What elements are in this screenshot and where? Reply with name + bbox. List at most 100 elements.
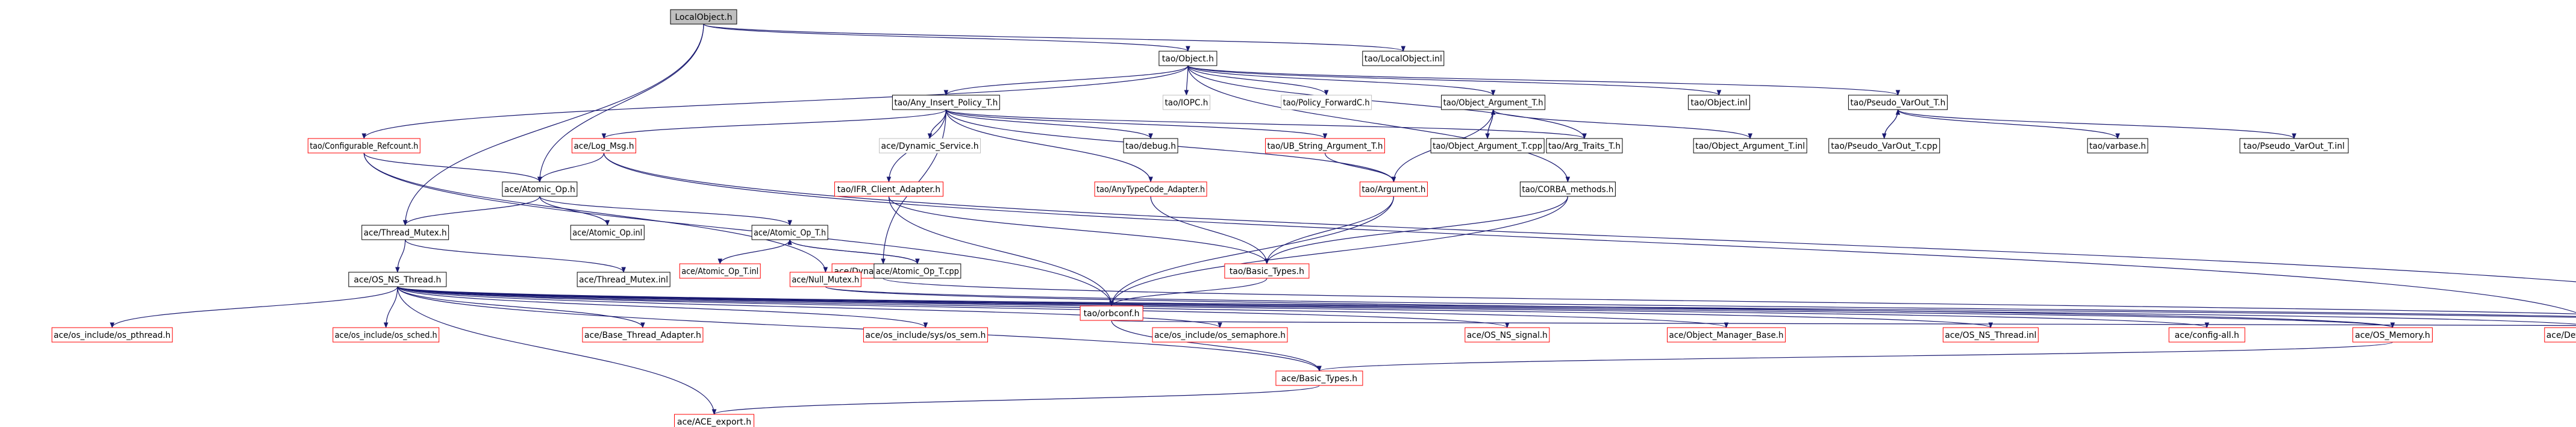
node-atomic-op-t-inl[interactable]: ace/Atomic_Op_T.inl: [679, 263, 761, 279]
node-obj-arg-t[interactable]: tao/Object_Argument_T.h: [1441, 95, 1546, 110]
node-varbase[interactable]: tao/varbase.h: [2087, 138, 2148, 154]
node-null-mutex[interactable]: ace/Null_Mutex.h: [789, 272, 861, 287]
edge-tao_object_h-to-object_inl: [1187, 65, 1721, 96]
node-tao-object-h[interactable]: tao/Object.h: [1158, 51, 1218, 66]
node-box: [670, 9, 737, 25]
node-localobj-inl[interactable]: tao/LocalObject.inl: [1362, 51, 1445, 66]
node-box: [51, 327, 173, 343]
edge-os_ns_thread-to-default_constants: [397, 286, 2576, 325]
node-box: [679, 263, 761, 279]
node-thread-mutex[interactable]: ace/Thread_Mutex.h: [361, 225, 449, 240]
edge-os_ns_thread-to-global_macros: [397, 286, 2576, 318]
node-os-memory[interactable]: ace/OS_Memory.h: [2352, 327, 2433, 343]
edge-tao_object_h-to-obj_arg_t: [1187, 65, 1496, 96]
node-dyn-service[interactable]: ace/Dynamic_Service.h: [879, 138, 981, 154]
node-os-ns-thread-inl[interactable]: ace/OS_NS_Thread.inl: [1942, 327, 2039, 343]
node-label: tao/CORBA_methods.h: [1522, 185, 1613, 195]
node-corba-methods[interactable]: tao/CORBA_methods.h: [1519, 181, 1616, 197]
node-tao-argument[interactable]: tao/Argument.h: [1359, 181, 1428, 197]
node-ace-basic-types[interactable]: ace/Basic_Types.h: [1275, 370, 1363, 386]
node-box: [1152, 327, 1288, 343]
edge-basic_types_tao-to-orbconf: [1109, 278, 1268, 307]
node-label: ace/OS_NS_Thread.h: [354, 275, 441, 285]
node-label: tao/orbconf.h: [1084, 309, 1140, 319]
node-pseudo-varout-inl[interactable]: tao/Pseudo_VarOut_T.inl: [2239, 138, 2349, 154]
edge-os_ns_thread-to-os_memory: [397, 286, 2395, 328]
edge-tao_object_h-to-configurable_refcount: [361, 65, 1189, 139]
edge-tao_object_h-to-arg_traits: [1187, 65, 1587, 139]
node-tao-debug[interactable]: tao/debug.h: [1123, 138, 1178, 154]
node-atomic-op-t[interactable]: ace/Atomic_Op_T.h: [751, 225, 828, 240]
edge-localobj-to-atomic_op: [537, 23, 704, 182]
edge-corba_methods-to-orbconf: [1109, 196, 1568, 307]
node-box: [1281, 95, 1372, 110]
node-policy-fwd[interactable]: tao/Policy_ForwardC.h: [1281, 95, 1372, 110]
node-obj-arg-t-cpp[interactable]: tao/Object_Argument_T.cpp: [1430, 138, 1545, 154]
node-base-thread-adapter[interactable]: ace/Base_Thread_Adapter.h: [582, 327, 704, 343]
edge-localobj-to-localobj_inl: [703, 23, 1405, 52]
node-label: ace/Thread_Mutex.h: [364, 228, 447, 238]
edge-atomic_op-to-thread_mutex: [402, 196, 540, 226]
node-os-semaphore[interactable]: ace/os_include/os_semaphore.h: [1152, 327, 1288, 343]
node-label: tao/UB_String_Argument_T.h: [1267, 142, 1383, 151]
node-object-inl[interactable]: tao/Object.inl: [1687, 95, 1750, 110]
node-any-insert[interactable]: tao/Any_Insert_Policy_T.h: [892, 95, 1000, 110]
node-label: ace/OS_Memory.h: [2355, 331, 2430, 340]
edge-os_ns_thread-to-os_sched: [383, 286, 398, 328]
node-default-constants[interactable]: ace/Default_Constants.h: [2544, 327, 2576, 343]
node-configurable-refcount[interactable]: tao/Configurable_Refcount.h: [307, 138, 420, 154]
edge-atomic_op-to-atomic_op_t: [539, 196, 792, 226]
node-localobj[interactable]: LocalObject.h: [670, 9, 737, 25]
node-box: [570, 225, 645, 240]
edge-pseudo_varout_cpp-to-pseudo_varout: [1884, 109, 1901, 139]
node-box: [1265, 138, 1385, 154]
edge-os_ns_thread-to-ace_export: [397, 286, 717, 415]
edge-tao_object_h-to-pseudo_varout: [1187, 65, 1900, 96]
node-atomic-op-inl[interactable]: ace/Atomic_Op.inl: [570, 225, 645, 240]
node-basic-types-tao[interactable]: tao/Basic_Types.h: [1224, 263, 1310, 279]
node-ifr-client[interactable]: tao/IFR_Client_Adapter.h: [834, 181, 943, 197]
node-ace-export[interactable]: ace/ACE_export.h: [674, 414, 754, 427]
edge-ifr_client-to-basic_types_tao: [888, 196, 1269, 264]
node-label: tao/Pseudo_VarOut_T.cpp: [1831, 142, 1937, 151]
node-label: ace/OS_NS_Thread.inl: [1945, 331, 2036, 340]
node-sys-os-sem[interactable]: ace/os_include/sys/os_sem.h: [863, 327, 988, 343]
node-obj-arg-t-inl[interactable]: tao/Object_Argument_T.inl: [1693, 138, 1807, 154]
edge-tao_object_h-to-corba_methods: [1187, 65, 1571, 182]
node-orbconf[interactable]: tao/orbconf.h: [1080, 305, 1143, 321]
node-thread-mutex-inl[interactable]: ace/Thread_Mutex.inl: [577, 272, 671, 287]
node-os-ns-thread[interactable]: ace/OS_NS_Thread.h: [348, 272, 447, 287]
node-box: [1224, 263, 1310, 279]
edge-ace_basic_types-to-ace_export: [712, 385, 1320, 415]
node-iopc[interactable]: tao/IOPC.h: [1162, 95, 1210, 110]
edge-tao_object_h-to-iopc: [1184, 65, 1189, 96]
node-os-ns-signal[interactable]: ace/OS_NS_signal.h: [1465, 327, 1550, 343]
node-box: [361, 225, 449, 240]
node-arg-traits[interactable]: tao/Arg_Traits_T.h: [1546, 138, 1623, 154]
node-os-pthread[interactable]: ace/os_include/os_pthread.h: [51, 327, 173, 343]
node-label: tao/Object.inl: [1690, 98, 1747, 108]
node-object-manager-base[interactable]: ace/Object_Manager_Base.h: [1667, 327, 1786, 343]
node-label: ace/Base_Thread_Adapter.h: [584, 331, 701, 340]
edge-configurable_refcount-to-atomic_op: [363, 152, 542, 182]
node-pseudo-varout-cpp[interactable]: tao/Pseudo_VarOut_T.cpp: [1828, 138, 1940, 154]
node-box: [674, 414, 754, 427]
node-box: [1828, 138, 1940, 154]
nodes-layer: LocalObject.h tao/Object.h tao/LocalObject…: [51, 9, 2576, 427]
node-label: tao/Object_Argument_T.cpp: [1433, 142, 1542, 151]
node-anytypecode[interactable]: tao/AnyTypeCode_Adapter.h: [1094, 181, 1207, 197]
node-pseudo-varout[interactable]: tao/Pseudo_VarOut_T.h: [1848, 95, 1948, 110]
node-label: tao/Object_Argument_T.h: [1443, 98, 1543, 108]
node-ub-string[interactable]: tao/UB_String_Argument_T.h: [1265, 138, 1385, 154]
node-label: ace/OS_NS_signal.h: [1467, 331, 1548, 340]
node-atomic-op[interactable]: ace/Atomic_Op.h: [502, 181, 578, 197]
edge-thread_mutex-to-os_ns_thread: [395, 239, 406, 273]
node-box: [1441, 95, 1546, 110]
edge-anytypecode-to-basic_types_tao: [1150, 196, 1269, 264]
node-os-sched[interactable]: ace/os_include/os_sched.h: [333, 327, 440, 343]
node-ace-log-msg[interactable]: ace/Log_Msg.h: [571, 138, 636, 154]
node-box: [333, 327, 440, 343]
node-atomic-op-t-cpp[interactable]: ace/Atomic_Op_T.cpp: [874, 263, 961, 279]
node-config-all[interactable]: ace/config-all.h: [2168, 327, 2245, 343]
